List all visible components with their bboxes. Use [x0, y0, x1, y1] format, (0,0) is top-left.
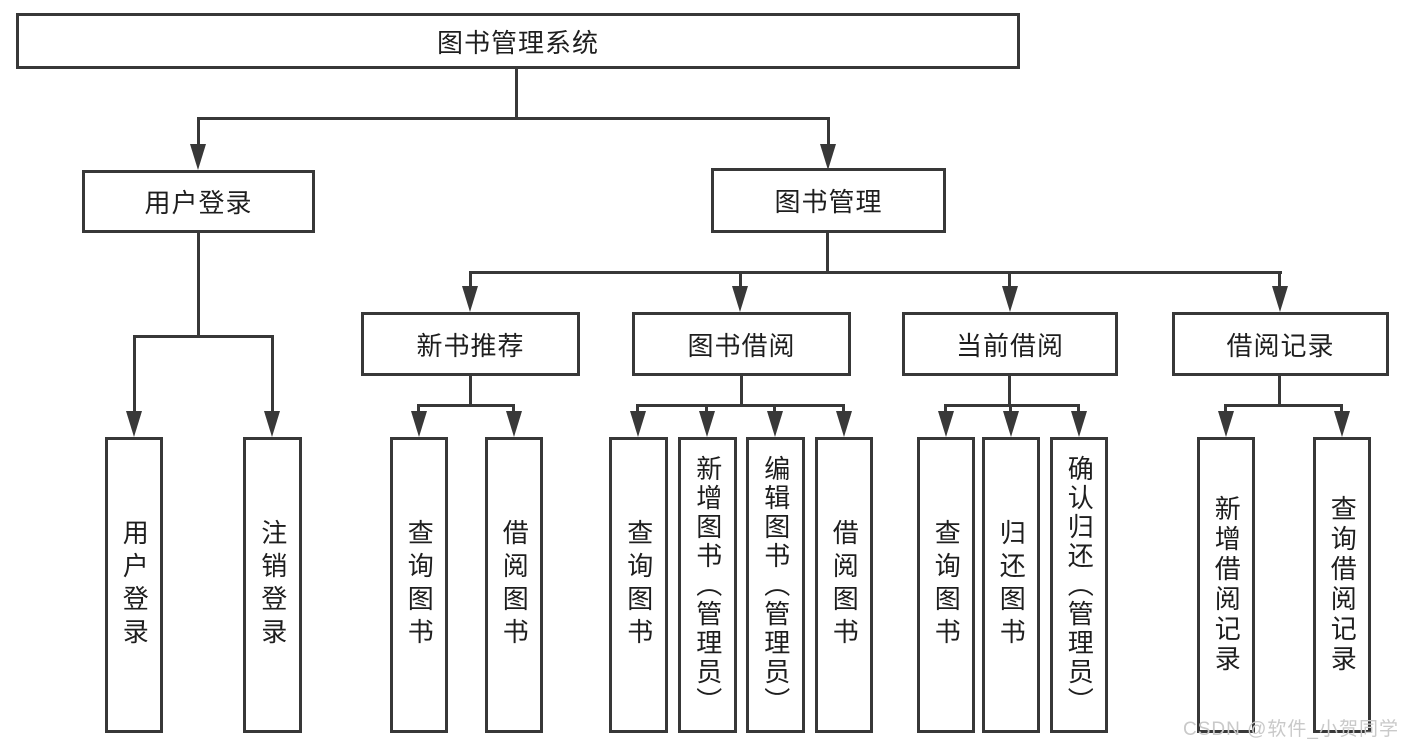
leaf-edit-books-admin: 编辑图书（管理员）	[746, 437, 805, 733]
connector-hline	[418, 404, 515, 407]
leaf-label: 查询图书	[623, 519, 654, 651]
node-book-management: 图书管理	[711, 168, 946, 233]
arrow-down-icon	[126, 411, 142, 437]
arrow-down-icon	[767, 411, 783, 437]
leaf-label: 借阅图书	[829, 519, 860, 651]
leaf-confirm-return-admin: 确认归还（管理员）	[1050, 437, 1108, 733]
arrow-down-icon	[1003, 411, 1019, 437]
leaf-query-books-borrowing: 查询图书	[609, 437, 668, 733]
node-label: 新书推荐	[416, 330, 525, 361]
leaf-label: 借阅图书	[499, 519, 530, 651]
connector-hline	[469, 271, 1282, 274]
connector-vline	[826, 233, 829, 273]
arrow-down-icon	[190, 144, 206, 170]
connector-vline	[636, 404, 639, 414]
node-user-login: 用户登录	[82, 170, 315, 233]
connector-vline	[515, 69, 518, 117]
connector-vline	[944, 404, 947, 414]
connector-vline	[827, 117, 830, 146]
connector-vline	[197, 117, 200, 146]
arrow-down-icon	[699, 411, 715, 437]
arrow-down-icon	[1334, 411, 1350, 437]
connector-vline	[705, 404, 708, 414]
node-label: 图书管理	[774, 187, 883, 217]
connector-vline	[469, 376, 472, 406]
arrow-down-icon	[264, 411, 280, 437]
leaf-label: 用户登录	[119, 519, 150, 651]
leaf-label: 新增图书（管理员）	[692, 454, 723, 716]
node-new-book-recommendation: 新书推荐	[361, 312, 580, 376]
leaf-add-books-admin: 新增图书（管理员）	[678, 437, 737, 733]
leaf-query-borrow-record: 查询借阅记录	[1313, 437, 1371, 733]
arrow-down-icon	[1071, 411, 1087, 437]
node-label: 当前借阅	[955, 330, 1064, 361]
connector-vline	[133, 335, 136, 413]
leaf-return-books: 归还图书	[982, 437, 1040, 733]
connector-vline	[197, 233, 200, 335]
watermark: CSDN @软件_小贺同学	[1183, 719, 1399, 740]
leaf-borrow-books-recommend: 借阅图书	[485, 437, 543, 733]
connector-hline	[197, 117, 830, 120]
arrow-down-icon	[1002, 286, 1018, 312]
arrow-down-icon	[836, 411, 852, 437]
leaf-label: 查询借阅记录	[1327, 495, 1358, 675]
connector-hline	[133, 335, 274, 338]
node-borrowing-records: 借阅记录	[1172, 312, 1389, 376]
connector-vline	[740, 376, 743, 406]
connector-vline	[773, 404, 776, 414]
arrow-down-icon	[1272, 286, 1288, 312]
connector-vline	[739, 271, 742, 288]
connector-vline	[1278, 271, 1281, 288]
leaf-borrow-books-borrowing: 借阅图书	[815, 437, 873, 733]
leaf-label: 查询图书	[404, 519, 435, 651]
connector-vline	[512, 404, 515, 414]
arrow-down-icon	[411, 411, 427, 437]
leaf-label: 新增借阅记录	[1211, 495, 1242, 675]
node-library-management-system: 图书管理系统	[16, 13, 1020, 69]
connector-hline	[637, 404, 845, 407]
connector-vline	[1008, 271, 1011, 288]
connector-vline	[1008, 376, 1011, 406]
connector-vline	[271, 335, 274, 413]
leaf-label: 编辑图书（管理员）	[760, 454, 791, 716]
connector-vline	[1077, 404, 1080, 414]
arrow-down-icon	[506, 411, 522, 437]
connector-vline	[1224, 404, 1227, 414]
connector-hline	[1224, 404, 1343, 407]
arrow-down-icon	[938, 411, 954, 437]
node-label: 用户登录	[144, 188, 253, 218]
node-book-borrowing: 图书借阅	[632, 312, 851, 376]
node-label: 图书借阅	[687, 330, 796, 361]
connector-vline	[417, 404, 420, 414]
leaf-label: 归还图书	[996, 519, 1027, 651]
leaf-query-books-current: 查询图书	[917, 437, 975, 733]
arrow-down-icon	[1218, 411, 1234, 437]
leaf-logout: 注销登录	[243, 437, 302, 733]
connector-vline	[1278, 376, 1281, 406]
connector-vline	[842, 404, 845, 414]
leaf-query-books-recommend: 查询图书	[390, 437, 448, 733]
leaf-user-login: 用户登录	[105, 437, 163, 733]
node-label: 图书管理系统	[436, 27, 599, 58]
arrow-down-icon	[630, 411, 646, 437]
node-label: 借阅记录	[1226, 330, 1335, 361]
connector-vline	[1340, 404, 1343, 414]
leaf-label: 查询图书	[931, 519, 962, 651]
connector-hline	[944, 404, 1080, 407]
leaf-label: 确认归还（管理员）	[1064, 454, 1095, 716]
node-current-borrowing: 当前借阅	[902, 312, 1118, 376]
arrow-down-icon	[820, 144, 836, 170]
leaf-label: 注销登录	[257, 519, 288, 651]
connector-vline	[1009, 404, 1012, 414]
arrow-down-icon	[462, 286, 478, 312]
arrow-down-icon	[732, 286, 748, 312]
leaf-add-borrow-record: 新增借阅记录	[1197, 437, 1255, 733]
connector-vline	[469, 271, 472, 288]
